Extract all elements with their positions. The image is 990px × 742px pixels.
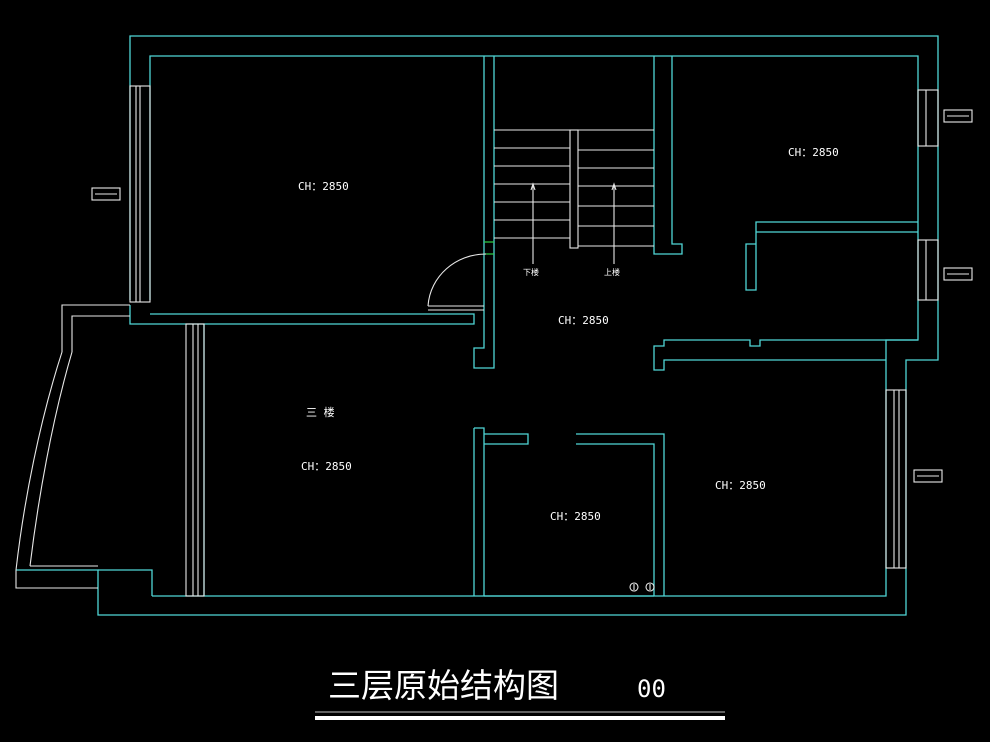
room-label-left-big: CH：2850 <box>301 460 352 473</box>
title-underline-thick <box>315 716 725 720</box>
room-label-bottom-right: CH：2850 <box>715 479 766 492</box>
stair-up-label: 上楼 <box>604 267 620 277</box>
stair-down-label: 下楼 <box>523 267 539 277</box>
drawing-title: 三层原始结构图 <box>328 666 559 705</box>
room-label-hall: CH：2850 <box>558 314 609 327</box>
room-label-small-center: CH：2850 <box>550 510 601 523</box>
floor-label: 三 楼 <box>306 405 335 419</box>
door-swing <box>427 253 487 311</box>
interior-walls <box>98 56 918 597</box>
window-markers <box>91 109 973 483</box>
staircase <box>484 129 654 264</box>
outer-wall <box>16 35 939 616</box>
fixture-symbols <box>629 582 655 592</box>
drawing-title-suffix: 00 <box>637 675 666 703</box>
balcony <box>15 304 130 589</box>
room-label-top-right: CH：2850 <box>788 146 839 159</box>
windows <box>129 85 939 597</box>
room-label-top-left: CH：2850 <box>298 180 349 193</box>
